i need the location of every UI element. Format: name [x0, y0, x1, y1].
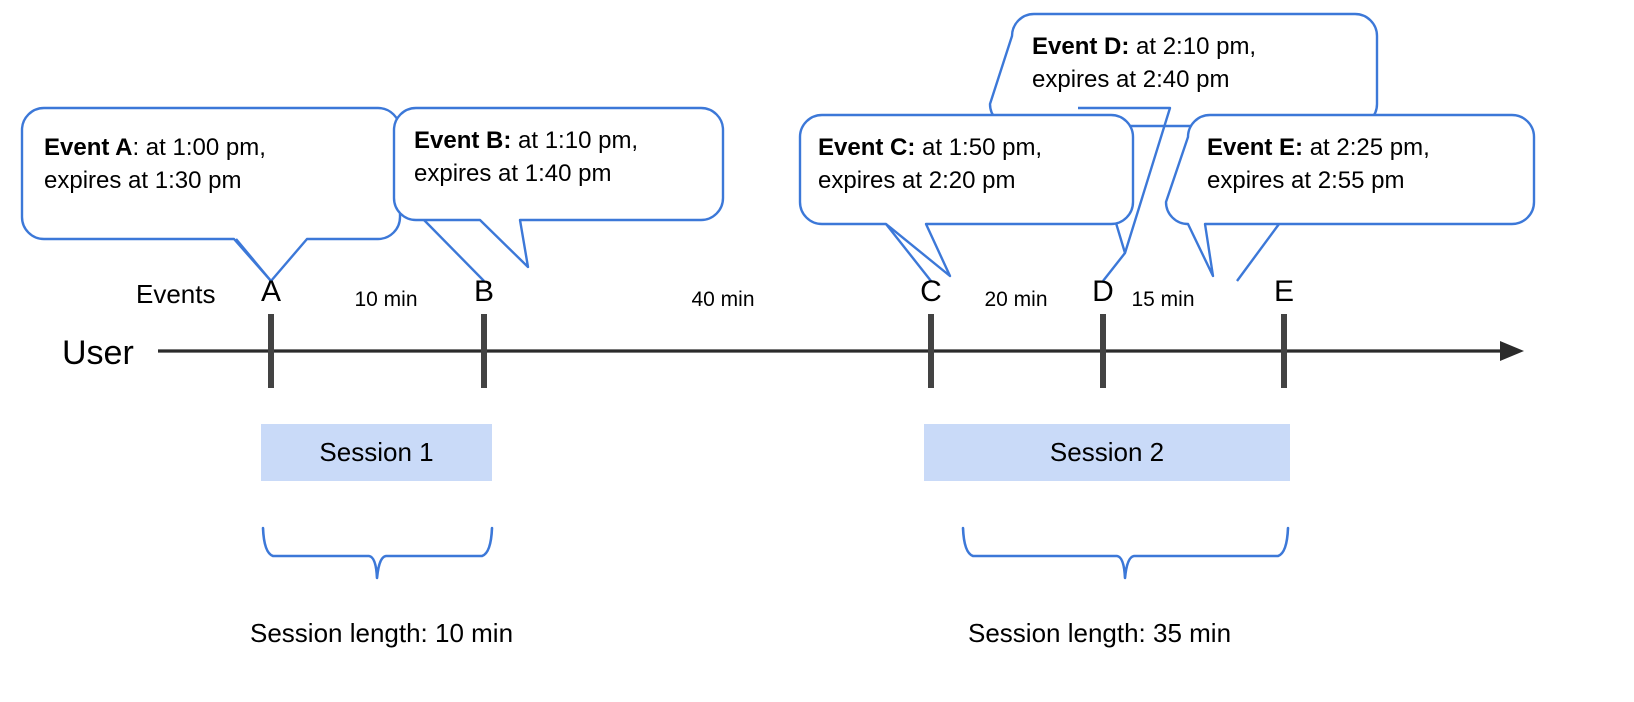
- session-2-box: Session 2: [924, 424, 1290, 481]
- gap-label-d-e: 15 min: [1131, 288, 1195, 311]
- marker-label-e: E: [1273, 275, 1294, 308]
- gap-label-a-b: 10 min: [354, 288, 418, 311]
- session-1-brace: [261, 526, 494, 580]
- session-2-length-label: Session length: 35 min: [968, 618, 1232, 648]
- session-2-brace: [961, 526, 1290, 580]
- callout-a-shape: [20, 106, 402, 283]
- events-caption: Events: [136, 279, 216, 309]
- marker-label-a: A: [260, 275, 281, 308]
- marker-label-c: C: [920, 275, 942, 308]
- timeline-tick-marks: [268, 314, 1287, 388]
- gap-label-b-c: 40 min: [691, 288, 755, 311]
- user-caption: User: [62, 334, 134, 372]
- callout-c-shape: [798, 113, 1135, 282]
- timeline-axis: [158, 341, 1524, 361]
- callout-e-shape: [1164, 113, 1536, 282]
- session-1-box: Session 1: [261, 424, 492, 481]
- session-1-length-label: Session length: 10 min: [250, 618, 514, 648]
- callout-b-shape: [392, 106, 725, 282]
- marker-label-b: B: [473, 275, 494, 308]
- gap-label-c-d: 20 min: [984, 288, 1048, 311]
- marker-label-d: D: [1092, 275, 1114, 308]
